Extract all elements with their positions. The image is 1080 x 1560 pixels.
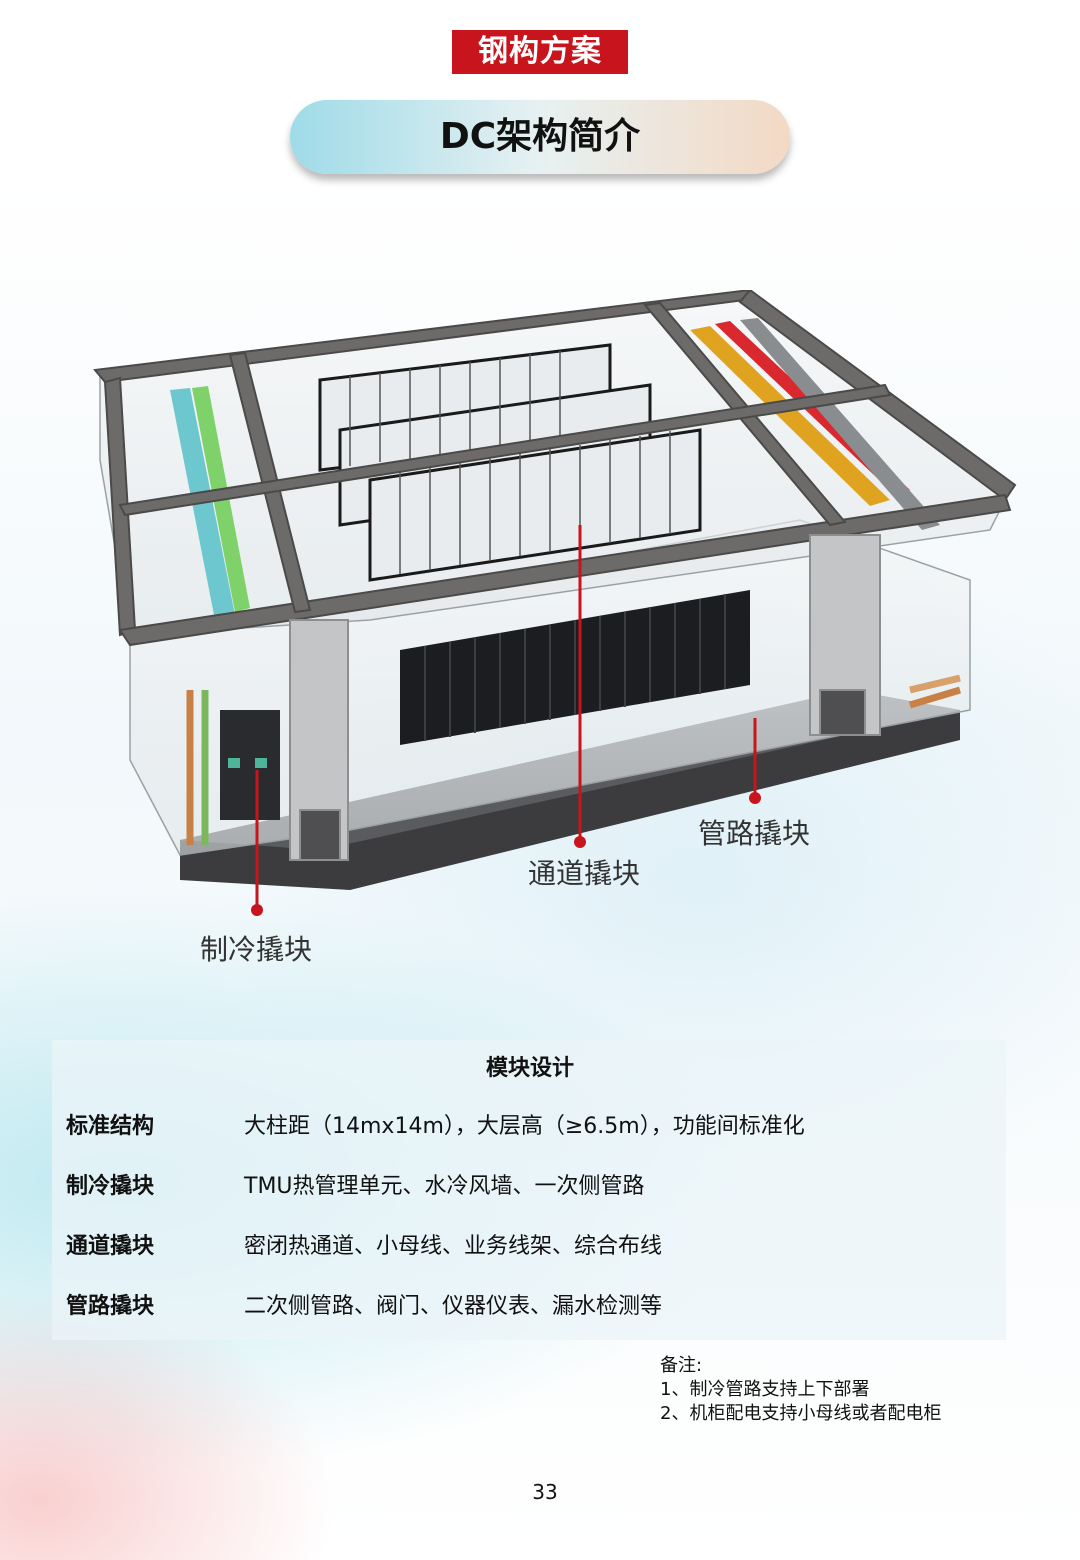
module-design-box <box>52 1040 1006 1340</box>
row-term: 管路撬块 <box>66 1294 155 1319</box>
row-desc: 密闭热通道、小母线、业务线架、综合布线 <box>244 1234 663 1259</box>
row-term: 制冷撬块 <box>66 1174 155 1199</box>
callout-piping: 管路撬块 <box>698 817 811 850</box>
steel-frame <box>93 290 1017 647</box>
columns <box>289 534 881 861</box>
cooling-callout-dot <box>251 904 263 916</box>
row-term: 标准结构 <box>66 1114 155 1139</box>
module-design-heading: 模块设计 <box>485 1056 574 1081</box>
notes-block: 备注: 1、制冷管路支持上下部署 2、机柜配电支持小母线或者配电柜 <box>660 1354 941 1426</box>
row-desc: TMU热管理单元、水冷风墙、一次侧管路 <box>244 1174 645 1199</box>
category-tag: 钢构方案 <box>452 30 628 74</box>
aisle-callout-dot <box>574 836 586 848</box>
callout-aisle: 通道撬块 <box>528 857 641 890</box>
row-term: 通道撬块 <box>66 1234 155 1259</box>
callout-leaders <box>255 525 757 910</box>
note-item: 2、机柜配电支持小母线或者配电柜 <box>660 1403 942 1424</box>
datacenter-illustration <box>93 290 1017 916</box>
note-item: 1、制冷管路支持上下部署 <box>660 1379 870 1400</box>
piping-callout-dot <box>749 792 761 804</box>
page-number: 33 <box>532 1480 558 1504</box>
callout-cooling: 制冷撬块 <box>200 933 313 966</box>
row-desc: 二次侧管路、阀门、仪器仪表、漏水检测等 <box>244 1294 663 1319</box>
notes-label: 备注: <box>660 1355 703 1376</box>
page-title: DC架构简介 <box>290 100 790 174</box>
row-desc: 大柱距（14mx14m），大层高（≥6.5m），功能间标准化 <box>244 1114 805 1139</box>
